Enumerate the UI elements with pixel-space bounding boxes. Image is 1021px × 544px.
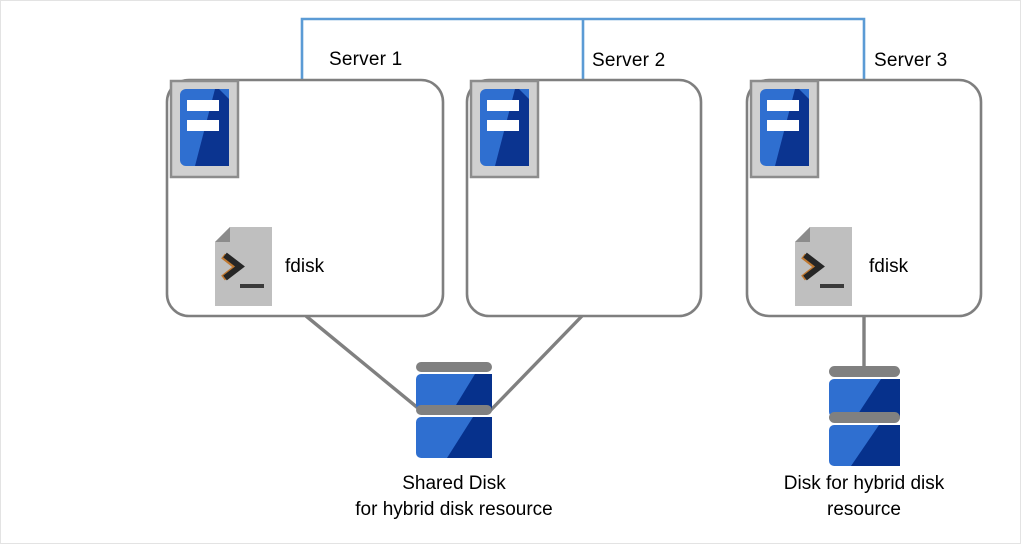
server-box-1[interactable] bbox=[165, 78, 445, 318]
fdisk-label-server-3: fdisk bbox=[869, 256, 909, 277]
hybrid-disk-caption: Disk for hybrid disk resource bbox=[783, 473, 945, 520]
server-label-1: Server 1 bbox=[329, 49, 403, 70]
terminal-document-icon bbox=[215, 227, 272, 306]
server-label-3: Server 3 bbox=[874, 50, 948, 71]
connector-lines bbox=[304, 314, 866, 415]
shared-disk-caption: Shared Disk for hybrid disk resource bbox=[355, 473, 553, 520]
disk-stack-icon-shared[interactable] bbox=[416, 362, 492, 458]
server-icon bbox=[749, 79, 820, 179]
disk-stack-icon-hybrid[interactable] bbox=[829, 366, 900, 466]
terminal-document-icon bbox=[795, 227, 852, 306]
server-icon bbox=[469, 79, 540, 179]
server-box-2[interactable] bbox=[465, 78, 703, 318]
cluster-bracket bbox=[300, 17, 866, 79]
server-label-2: Server 2 bbox=[592, 50, 666, 71]
server-box-3[interactable] bbox=[745, 78, 983, 318]
fdisk-label-server-1: fdisk bbox=[285, 256, 325, 277]
server-icon bbox=[169, 79, 240, 179]
